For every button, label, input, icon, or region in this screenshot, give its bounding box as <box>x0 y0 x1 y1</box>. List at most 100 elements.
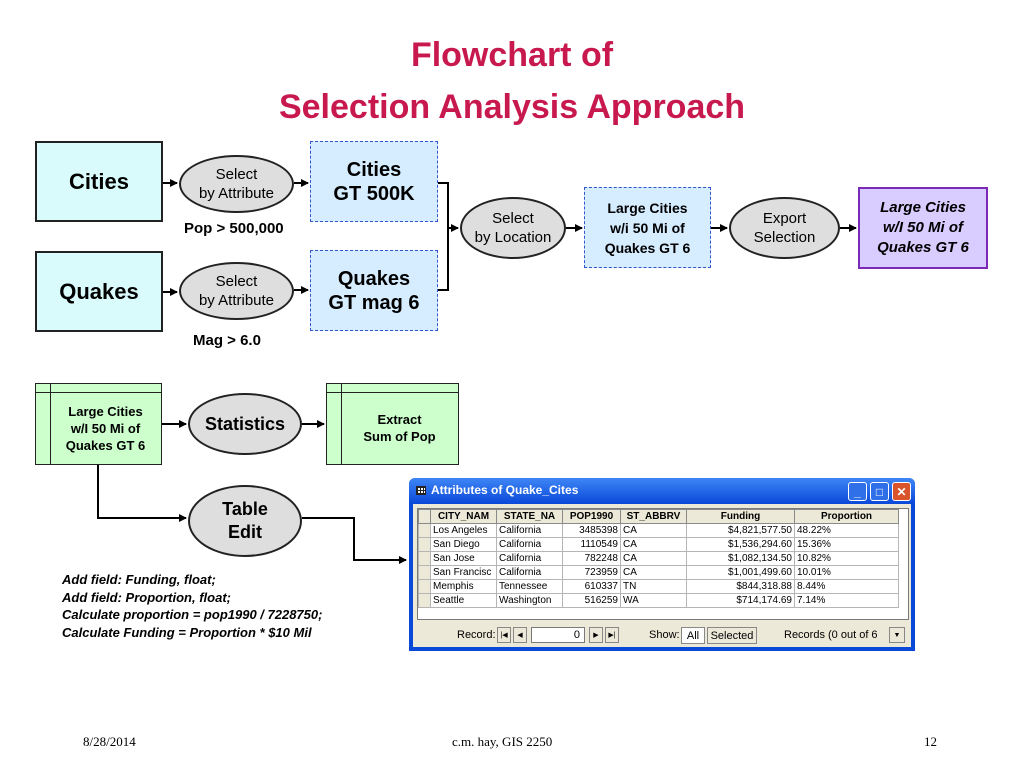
table-cell[interactable]: 610337 <box>562 579 621 594</box>
maximize-icon[interactable]: □ <box>870 482 889 501</box>
table-cell[interactable]: 10.01% <box>794 565 899 580</box>
table-cell[interactable]: San Diego <box>430 537 497 552</box>
table-large-line2: w/I 50 Mi of <box>70 420 141 436</box>
table-cell[interactable]: 15.36% <box>794 537 899 552</box>
final-line1: Large Cities <box>880 199 966 216</box>
pop-criteria-label: Pop > 500,000 <box>184 220 284 237</box>
cities-label: Cities <box>69 168 129 194</box>
record-input[interactable]: 0 <box>531 627 585 643</box>
table-cell[interactable]: California <box>496 565 563 580</box>
first-record-icon[interactable]: |◀ <box>497 627 511 643</box>
window-titlebar[interactable]: Attributes of Quake_Cites _ □ ✕ <box>409 478 915 504</box>
next-record-icon[interactable]: ▶ <box>589 627 603 643</box>
footer-page-number: 12 <box>924 734 937 749</box>
col-header[interactable]: STATE_NA <box>496 509 563 524</box>
edit-notes: Add field: Funding, float; Add field: Pr… <box>62 571 322 641</box>
table-cell[interactable]: TN <box>620 579 687 594</box>
col-header[interactable]: Proportion <box>794 509 899 524</box>
record-label: Record: <box>457 629 496 641</box>
select-loc-line2: by Location <box>474 229 552 246</box>
table-cell[interactable]: San Jose <box>430 551 497 566</box>
quakes-gt-line2: GT mag 6 <box>328 291 420 314</box>
table-cell[interactable]: 723959 <box>562 565 621 580</box>
cities-gt-500k: Cities GT 500K <box>310 141 438 222</box>
slide-title-line2: Selection Analysis Approach <box>278 88 746 126</box>
table-cell[interactable]: California <box>496 551 563 566</box>
slide-title-line1: Flowchart of <box>410 36 614 74</box>
table-cell[interactable]: $1,082,134.50 <box>686 551 795 566</box>
table-cell[interactable]: 10.82% <box>794 551 899 566</box>
table-cell[interactable]: $4,821,577.50 <box>686 523 795 538</box>
large-cities-selection: Large Cities w/i 50 Mi of Quakes GT 6 <box>584 187 711 268</box>
table-cell[interactable]: 7.14% <box>794 593 899 608</box>
quakes-layer: Quakes <box>35 251 163 332</box>
table-cell[interactable]: Memphis <box>430 579 497 594</box>
quakes-gt-line1: Quakes <box>337 267 411 290</box>
final-output-layer: Large Cities w/I 50 Mi of Quakes GT 6 <box>858 187 988 269</box>
show-all-button[interactable]: All <box>681 627 705 644</box>
table-cell[interactable]: 48.22% <box>794 523 899 538</box>
prev-record-icon[interactable]: ◀ <box>513 627 527 643</box>
large-cities-line1: Large Cities <box>607 199 688 216</box>
table-cell[interactable]: 3485398 <box>562 523 621 538</box>
table-cell[interactable]: $844,318.88 <box>686 579 795 594</box>
minimize-icon[interactable]: _ <box>848 482 867 501</box>
note-line: Calculate Funding = Proportion * $10 Mil <box>62 624 312 640</box>
last-record-icon[interactable]: ▶| <box>605 627 619 643</box>
table-cell[interactable]: California <box>496 523 563 538</box>
table-cell[interactable]: 1110549 <box>562 537 621 552</box>
select-by-location: Select by Location <box>460 197 566 259</box>
table-cell[interactable]: California <box>496 537 563 552</box>
table-edit-line1: Table <box>222 499 268 519</box>
options-dropdown-icon[interactable]: ▼ <box>889 627 905 643</box>
table-cell[interactable]: Seattle <box>430 593 497 608</box>
table-cell[interactable]: Tennessee <box>496 579 563 594</box>
record-navigation-bar: Record: |◀ ◀ 0 ▶ ▶| Show: All Selected R… <box>417 624 907 646</box>
final-line2: w/I 50 Mi of <box>882 219 963 236</box>
row-selector[interactable] <box>418 537 431 552</box>
attribute-grid[interactable]: CITY_NAM STATE_NA POP1990 ST_ABBRV Fundi… <box>417 508 909 620</box>
table-cell[interactable]: 8.44% <box>794 579 899 594</box>
note-line: Calculate proportion = pop1990 / 7228750… <box>62 607 323 622</box>
table-cell[interactable]: 516259 <box>562 593 621 608</box>
col-header[interactable]: CITY_NAM <box>430 509 497 524</box>
table-cell[interactable]: CA <box>620 565 687 580</box>
table-cell[interactable]: WA <box>620 593 687 608</box>
col-header[interactable]: POP1990 <box>562 509 621 524</box>
table-cell[interactable]: 782248 <box>562 551 621 566</box>
statistics-operation: Statistics <box>188 393 302 455</box>
table-cell[interactable]: CA <box>620 537 687 552</box>
extract-line2: Sum of Pop <box>363 429 436 444</box>
table-cell[interactable]: San Francisc <box>430 565 497 580</box>
table-cell[interactable]: $714,174.69 <box>686 593 795 608</box>
quakes-label: Quakes <box>59 278 139 304</box>
table-cell[interactable]: Washington <box>496 593 563 608</box>
close-icon[interactable]: ✕ <box>892 482 911 501</box>
extract-line1: Extract <box>377 412 422 427</box>
note-line: Add field: Funding, float; <box>62 572 216 587</box>
large-cities-line2: w/i 50 Mi of <box>610 219 685 236</box>
row-selector[interactable] <box>418 551 431 566</box>
table-cell[interactable]: CA <box>620 523 687 538</box>
show-selected-button[interactable]: Selected <box>707 627 757 644</box>
table-cell[interactable]: $1,536,294.60 <box>686 537 795 552</box>
show-label: Show: <box>649 629 680 641</box>
cities-gt-line1: Cities <box>346 158 402 181</box>
row-selector[interactable] <box>418 579 431 594</box>
col-header[interactable]: ST_ABBRV <box>620 509 687 524</box>
table-cell[interactable]: CA <box>620 551 687 566</box>
col-header[interactable]: Funding <box>686 509 795 524</box>
table-cell[interactable]: Los Angeles <box>430 523 497 538</box>
footer-center: c.m. hay, GIS 2250 <box>452 734 553 749</box>
attribute-table: CITY_NAM STATE_NA POP1990 ST_ABBRV Fundi… <box>418 509 899 608</box>
row-selector[interactable] <box>418 523 431 538</box>
row-selector[interactable] <box>418 593 431 608</box>
table-cell[interactable]: $1,001,499.60 <box>686 565 795 580</box>
row-selector[interactable] <box>418 565 431 580</box>
